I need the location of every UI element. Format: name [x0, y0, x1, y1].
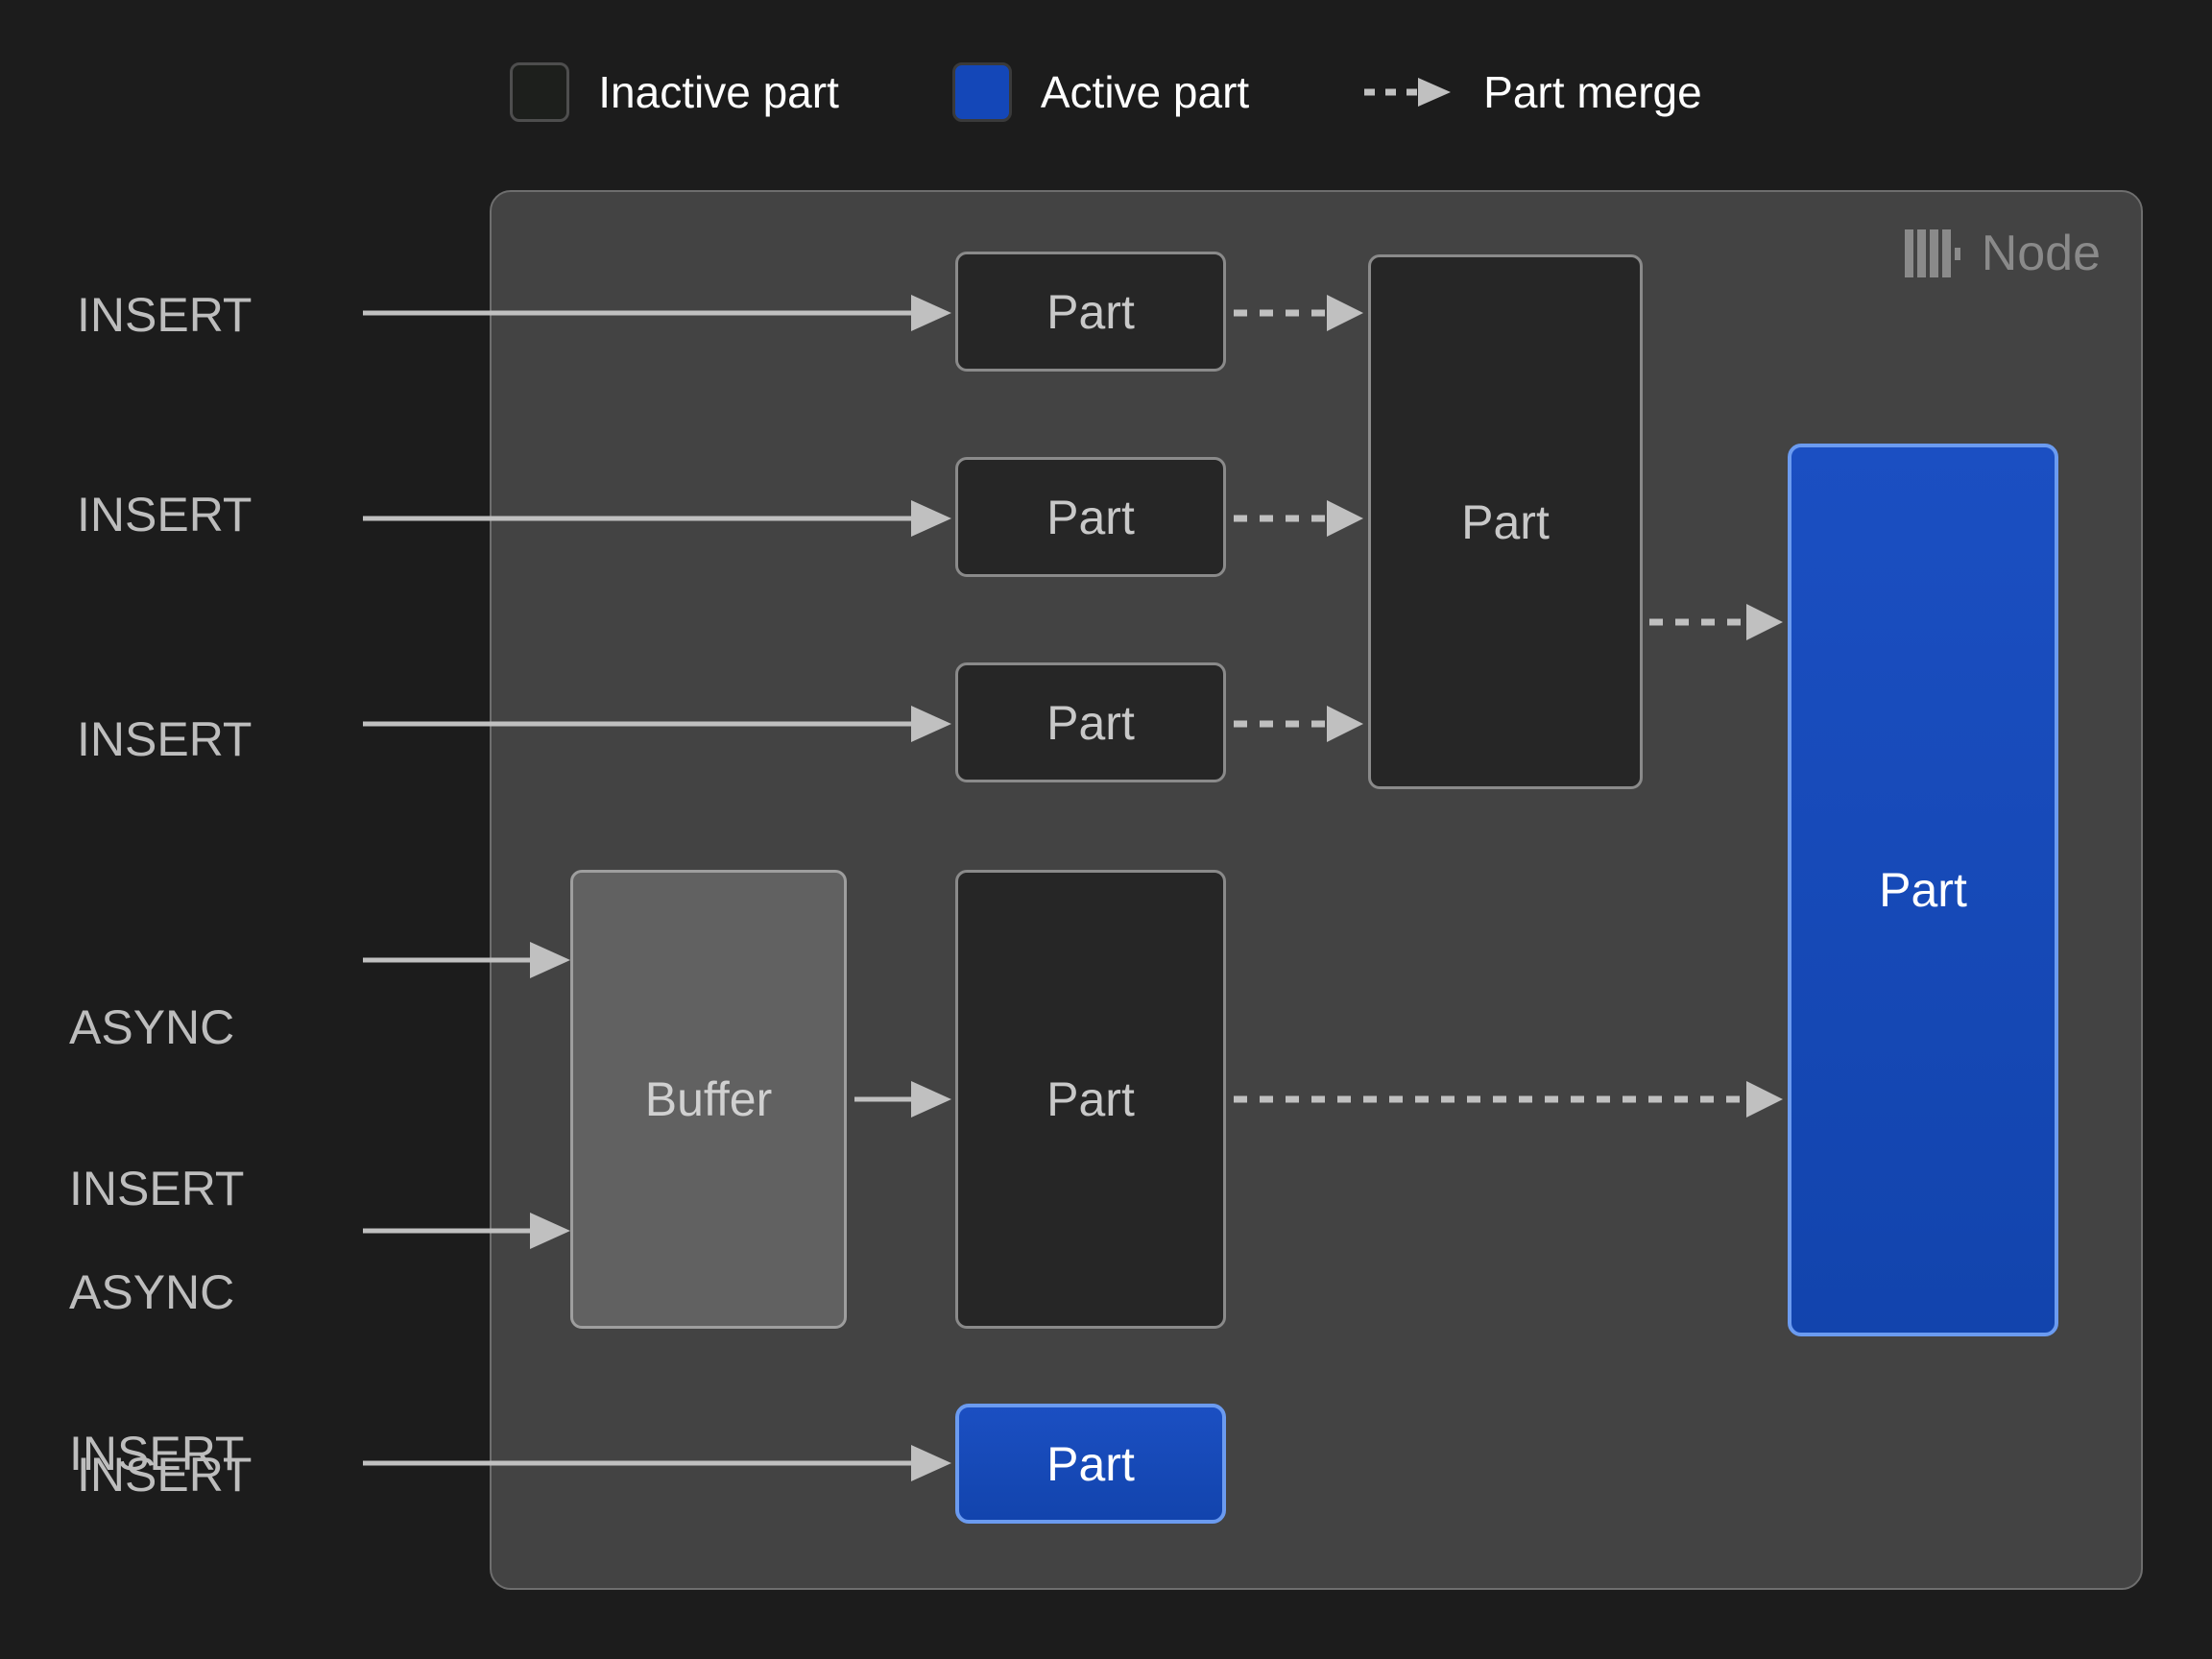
part-box-small-2-label: Part [1046, 490, 1135, 544]
legend-item-inactive-part: Inactive part [510, 62, 839, 122]
label-async-insert-2: ASYNC INSERT [69, 1158, 244, 1588]
part-box-bottom-active-label: Part [1046, 1436, 1135, 1491]
label-insert-3: INSERT [77, 712, 252, 766]
legend-item-part-merge: Part merge [1362, 70, 1702, 114]
legend-label-active-part: Active part [1040, 67, 1250, 117]
label-async-insert-1: ASYNC INSERT [69, 893, 244, 1323]
part-box-final-active-label: Part [1879, 863, 1967, 917]
part-box-small-1: Part [955, 252, 1226, 372]
part-box-small-2: Part [955, 457, 1226, 577]
node-header: Node [1904, 226, 2101, 281]
label-insert-2: INSERT [77, 488, 252, 541]
dashed-arrow-icon [1364, 78, 1452, 107]
buffer-box-label: Buffer [644, 1072, 773, 1126]
part-box-bottom-active: Part [955, 1404, 1226, 1524]
label-insert-4: INSERT [77, 1448, 252, 1502]
inactive-part-swatch-icon [510, 62, 570, 122]
clickhouse-bars-logo-icon [1904, 229, 1960, 277]
label-async-insert-1-line1: ASYNC [69, 1000, 235, 1054]
part-box-async-label: Part [1046, 1072, 1135, 1126]
part-box-small-1-label: Part [1046, 284, 1135, 339]
buffer-box: Buffer [570, 870, 847, 1329]
part-box-merged: Part [1368, 254, 1643, 789]
part-box-async: Part [955, 870, 1226, 1329]
node-title: Node [1981, 226, 2101, 281]
active-part-swatch-icon [951, 62, 1012, 122]
legend-item-active-part: Active part [951, 62, 1250, 122]
part-box-small-3: Part [955, 662, 1226, 782]
legend-label-part-merge: Part merge [1483, 67, 1702, 117]
part-box-small-3-label: Part [1046, 695, 1135, 750]
legend-label-inactive-part: Inactive part [598, 67, 839, 117]
label-insert-1: INSERT [77, 288, 252, 342]
part-box-final-active: Part [1788, 444, 2058, 1336]
part-box-merged-label: Part [1461, 494, 1550, 549]
label-async-insert-2-line2: INSERT [69, 1427, 245, 1480]
legend: Inactive part Active part Part merge [0, 46, 2212, 138]
label-async-insert-2-line1: ASYNC [69, 1265, 235, 1319]
label-async-insert-1-line2: INSERT [69, 1162, 245, 1215]
